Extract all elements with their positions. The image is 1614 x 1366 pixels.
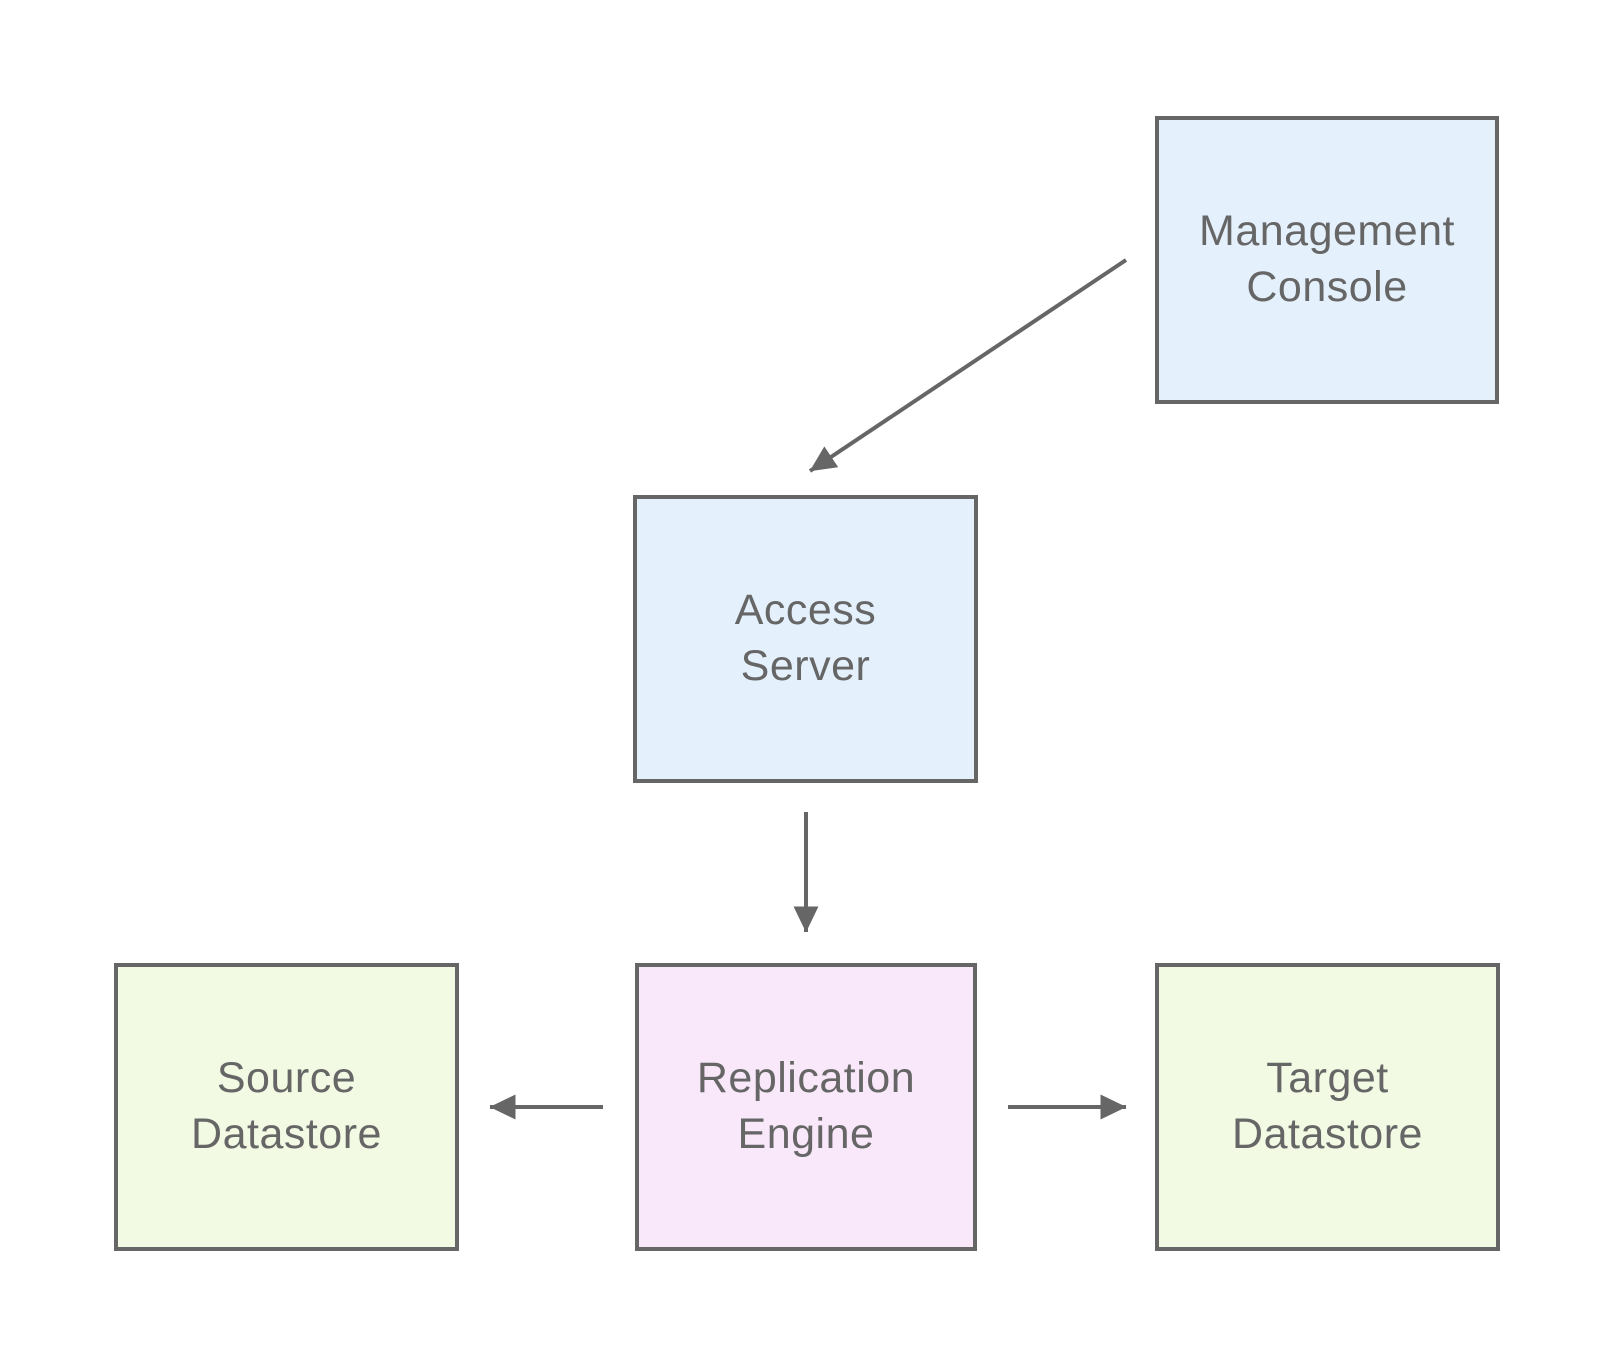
node-replication-engine-label: Replication Engine <box>696 1054 916 1158</box>
edge-management-console-to-access-server <box>808 258 1128 473</box>
node-source-datastore-label: Source Datastore <box>191 1054 382 1158</box>
node-target-datastore-label: Target Datastore <box>1232 1054 1423 1158</box>
node-access-server: Access Server <box>633 495 978 783</box>
node-management-console: Management Console <box>1155 116 1499 404</box>
node-access-server-label: Access Server <box>734 586 877 690</box>
node-target-datastore: Target Datastore <box>1155 963 1500 1251</box>
node-replication-engine: Replication Engine <box>635 963 977 1251</box>
node-source-datastore: Source Datastore <box>114 963 459 1251</box>
node-management-console-label: Management Console <box>1199 207 1455 311</box>
